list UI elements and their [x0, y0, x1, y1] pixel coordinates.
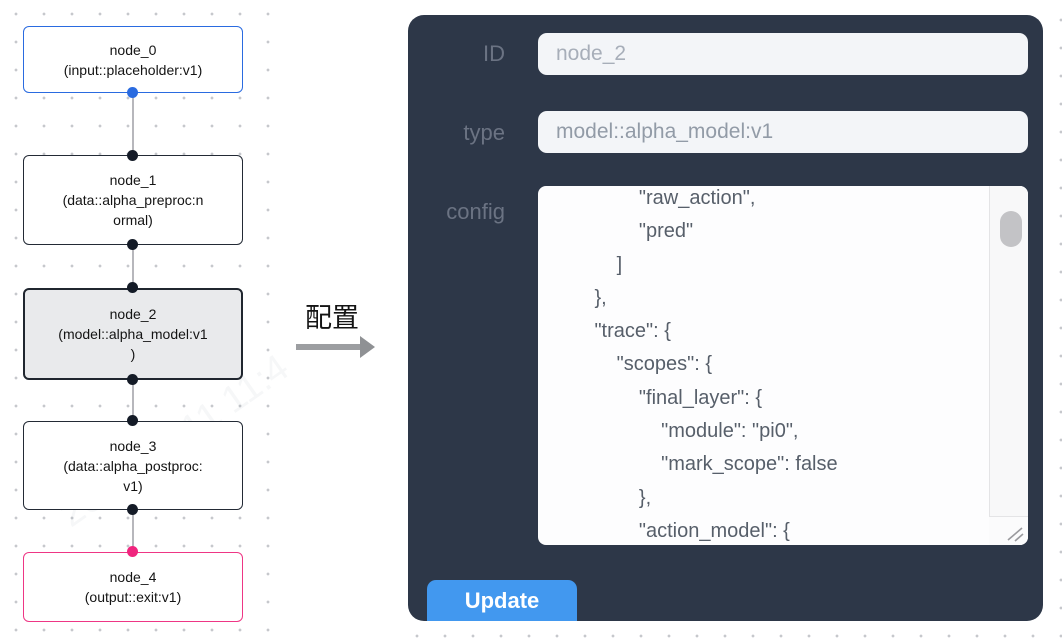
- flow-node-node_4[interactable]: node_4 (output::exit:v1): [23, 552, 243, 622]
- edge-node3-node4: [132, 510, 134, 552]
- handle-node3-target[interactable]: [127, 415, 138, 426]
- id-field-label: ID: [483, 41, 505, 66]
- node-subtitle: (output::exit:v1): [84, 589, 182, 605]
- id-input[interactable]: [538, 33, 1028, 75]
- node-subtitle: v1): [123, 477, 143, 494]
- node-subtitle: (data::alpha_postproc:: [63, 457, 203, 474]
- update-button[interactable]: Update: [427, 580, 577, 621]
- handle-node3-source[interactable]: [127, 504, 138, 515]
- handle-node0-source[interactable]: [127, 87, 138, 98]
- node-subtitle: (input::placeholder:v1): [63, 61, 203, 78]
- node-title: node_2: [109, 306, 157, 322]
- node-subtitle: ormal): [113, 212, 153, 228]
- handle-node2-target[interactable]: [127, 282, 138, 293]
- handle-node1-source[interactable]: [127, 239, 138, 250]
- arrow-right-icon: [360, 336, 375, 358]
- node-title: node_0: [109, 41, 157, 58]
- config-textarea[interactable]: "raw_action", "pred" ] }, "trace": { "sc…: [538, 186, 1028, 545]
- flow-node-node_0[interactable]: node_0 (input::placeholder:v1): [23, 26, 243, 93]
- handle-node2-source[interactable]: [127, 374, 138, 385]
- config-scrollbar-thumb[interactable]: [1000, 211, 1022, 247]
- node-title: node_1: [109, 172, 157, 188]
- resize-grip-icon[interactable]: [1005, 524, 1025, 542]
- handle-node1-target[interactable]: [127, 150, 138, 161]
- config-field-label: config: [446, 199, 505, 224]
- handle-node4-target[interactable]: [127, 546, 138, 557]
- node-subtitle: (model::alpha_model:v1: [58, 326, 208, 342]
- node-title: node_4: [109, 569, 157, 585]
- type-input[interactable]: [538, 111, 1028, 153]
- flow-node-node_3[interactable]: node_3 (data::alpha_postproc: v1): [23, 421, 243, 510]
- type-field-label: type: [463, 120, 505, 145]
- transfer-label: 配置: [305, 303, 359, 333]
- node-title: node_3: [109, 437, 157, 454]
- config-json-text: "raw_action", "pred" ] }, "trace": { "sc…: [594, 187, 838, 542]
- node-config-panel: ID type config "raw_action", "pred" ] },…: [408, 15, 1043, 621]
- flow-graph: node_0 (input::placeholder:v1) node_1 (d…: [0, 0, 282, 643]
- flow-node-node_1[interactable]: node_1 (data::alpha_preproc:n ormal): [23, 155, 243, 245]
- edge-node0-node1: [132, 93, 134, 155]
- node-subtitle: (data::alpha_preproc:n: [62, 192, 204, 208]
- node-subtitle: ): [130, 346, 136, 362]
- flow-node-node_2[interactable]: node_2 (model::alpha_model:v1 ): [23, 288, 243, 380]
- edge-node2-node3: [132, 380, 134, 421]
- arrow-shaft: [296, 344, 361, 350]
- edge-node1-node2: [132, 245, 134, 288]
